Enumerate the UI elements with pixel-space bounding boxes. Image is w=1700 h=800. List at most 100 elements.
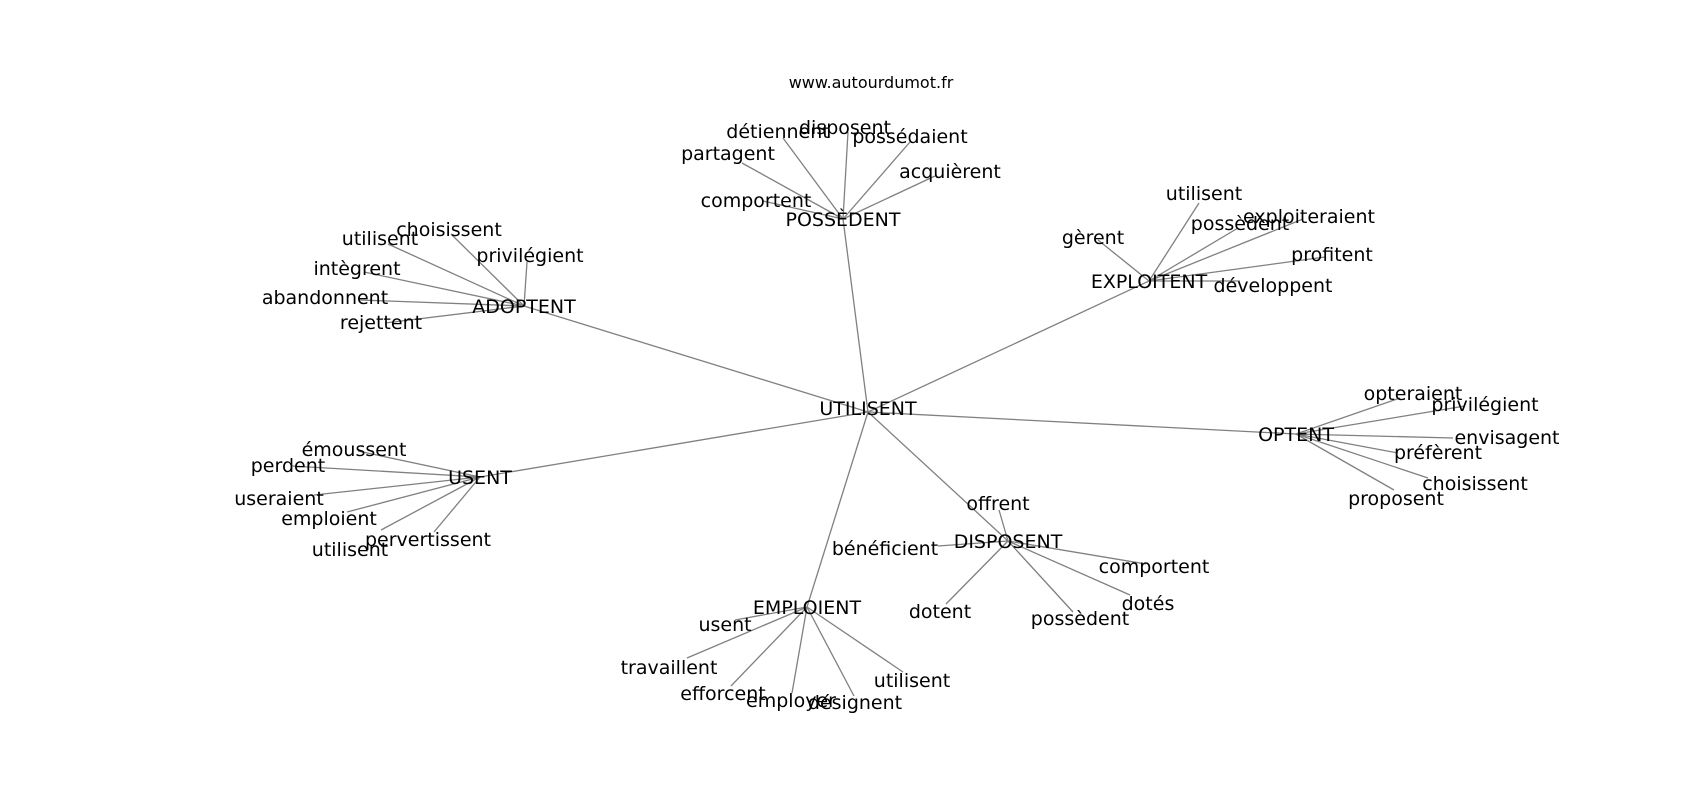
edge-hub-to-word [1148, 227, 1239, 282]
leaf-word[interactable]: possédaient [852, 126, 967, 148]
edge-hub-to-word [346, 476, 481, 513]
edge-hub-to-word [806, 606, 904, 673]
leaf-word[interactable]: profitent [1291, 244, 1373, 266]
edge-center-to-hub [867, 411, 1297, 435]
hub-word[interactable]: USENT [448, 467, 512, 489]
edge-hub-to-word [1007, 540, 1147, 565]
edge-center-to-hub [842, 218, 869, 413]
edge-center-to-hub [867, 280, 1150, 413]
edge-hub-to-word [762, 200, 844, 220]
edge-hub-to-word [1097, 239, 1150, 282]
leaf-word[interactable]: possèdent [1191, 213, 1289, 235]
edge-hub-to-word [523, 261, 528, 307]
edge-hub-to-word [945, 540, 1009, 605]
leaf-word[interactable]: abandonnent [262, 287, 388, 309]
leaf-word[interactable]: proposent [1348, 488, 1444, 510]
leaf-word[interactable]: perdent [251, 455, 325, 477]
edge-hub-to-word [1295, 433, 1399, 454]
leaf-word[interactable]: émoussent [302, 439, 407, 461]
leaf-word[interactable]: utilisent [312, 539, 388, 561]
leaf-word[interactable]: rejettent [340, 312, 422, 334]
edge-hub-to-word [380, 476, 481, 531]
edge-hub-to-word [1295, 397, 1401, 435]
edge-hub-to-word [806, 606, 855, 697]
site-title: www.autourdumot.fr [789, 73, 954, 92]
edge-hub-to-word [1295, 405, 1466, 435]
leaf-word[interactable]: pervertissent [365, 529, 491, 551]
leaf-word[interactable]: possèdent [1031, 608, 1129, 630]
edge-center-to-hub [806, 411, 869, 608]
edge-hub-to-word [791, 606, 808, 694]
hub-word[interactable]: POSSÈDENT [786, 208, 901, 231]
leaf-word[interactable]: partagent [681, 143, 775, 165]
leaf-word[interactable]: développent [1214, 275, 1333, 297]
edge-hub-to-word [1148, 256, 1326, 282]
leaf-word[interactable]: disposent [799, 117, 891, 139]
leaf-word[interactable]: utilisent [1166, 183, 1242, 205]
edge-hub-to-word [1295, 433, 1395, 491]
edge-hub-to-word [357, 450, 481, 478]
edge-hub-to-word [734, 606, 808, 621]
leaf-word[interactable]: dotent [909, 601, 971, 623]
edge-hub-to-word [842, 141, 911, 220]
leaf-word[interactable]: désignent [808, 692, 902, 714]
leaf-word[interactable]: comportent [1099, 556, 1210, 578]
leaf-word[interactable]: choisissent [1422, 473, 1528, 495]
edge-hub-to-word [1007, 540, 1131, 596]
edge-hub-to-word [359, 299, 525, 307]
leaf-word[interactable]: useraient [234, 488, 324, 510]
hub-word[interactable]: EXPLOITENT [1091, 271, 1208, 293]
edge-hub-to-word [1295, 433, 1429, 479]
leaf-word[interactable]: exploiteraient [1243, 206, 1375, 228]
hub-word[interactable]: DISPOSENT [954, 531, 1063, 553]
leaf-word[interactable]: travaillent [621, 657, 718, 679]
edge-hub-to-word [998, 509, 1009, 542]
leaf-word[interactable]: envisagent [1454, 427, 1559, 449]
leaf-word[interactable]: usent [698, 614, 751, 636]
edge-hub-to-word [450, 233, 525, 307]
leaf-word[interactable]: comportent [701, 190, 812, 212]
hub-word[interactable]: EMPLOIENT [753, 597, 862, 619]
edge-hub-to-word [937, 540, 1009, 547]
leaf-word[interactable]: intègrent [313, 258, 400, 280]
edge-hub-to-word [387, 243, 525, 307]
edge-hub-to-word [842, 131, 849, 220]
leaf-word[interactable]: offrent [966, 493, 1029, 515]
center-word[interactable]: UTILISENT [819, 398, 917, 420]
hub-word[interactable]: OPTENT [1258, 424, 1334, 446]
edge-hub-to-word [313, 476, 481, 496]
edge-hub-to-word [1148, 218, 1304, 282]
edge-center-to-hub [479, 411, 869, 478]
edge-hub-to-word [782, 137, 844, 220]
edge-hub-to-word [1295, 433, 1454, 439]
edge-hub-to-word [741, 162, 844, 220]
edge-hub-to-word [363, 271, 525, 307]
edge-hub-to-word [384, 305, 525, 324]
leaf-word[interactable]: détiennent [726, 121, 829, 143]
edge-hub-to-word [433, 476, 481, 533]
leaf-word[interactable]: acquièrent [899, 161, 1001, 183]
edge-hub-to-word [730, 606, 808, 687]
leaf-word[interactable]: dotés [1122, 593, 1175, 615]
leaf-word[interactable]: employer [746, 690, 836, 712]
leaf-word[interactable]: utilisent [874, 670, 950, 692]
leaf-word[interactable]: utilisent [342, 228, 418, 250]
leaf-word[interactable]: bénéficient [832, 538, 938, 560]
edge-hub-to-word [842, 175, 936, 220]
edge-hub-to-word [686, 606, 808, 659]
leaf-word[interactable]: privilégient [476, 245, 583, 267]
leaf-word[interactable]: préfèrent [1394, 442, 1482, 464]
edge-hub-to-word [1148, 202, 1200, 282]
hub-word[interactable]: ADOPTENT [472, 296, 576, 318]
leaf-word[interactable]: gèrent [1062, 227, 1124, 249]
leaf-word[interactable]: choisissent [396, 219, 502, 241]
leaf-word[interactable]: efforcent [680, 683, 765, 705]
edge-center-to-hub [867, 411, 1009, 542]
edge-hub-to-word [291, 465, 481, 478]
labels-layer: UTILISENTPOSSÈDENTdétiennentdisposentpos… [234, 117, 1559, 714]
leaf-word[interactable]: opteraient [1364, 383, 1463, 405]
edge-hub-to-word [1007, 540, 1074, 613]
leaf-word[interactable]: emploient [281, 508, 377, 530]
leaf-word[interactable]: privilégient [1431, 394, 1538, 416]
edges-layer [291, 131, 1466, 697]
